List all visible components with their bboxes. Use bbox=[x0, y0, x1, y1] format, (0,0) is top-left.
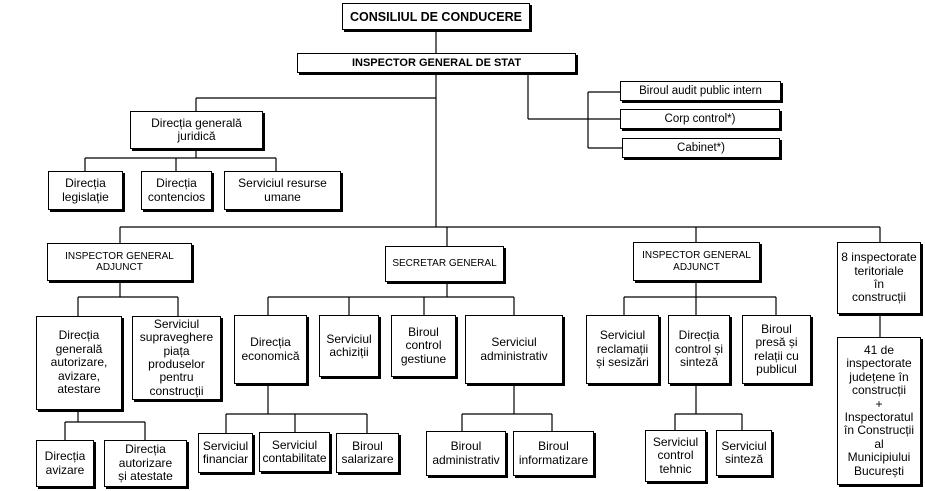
corp-control-box: Corp control*) bbox=[620, 109, 780, 129]
management-control-office-box: Biroul control gestiune bbox=[391, 315, 456, 377]
deputy-inspector-right-box: INSPECTOR GENERAL ADJUNCT bbox=[633, 242, 760, 281]
hr-service-box: Serviciul resurse umane bbox=[224, 171, 341, 210]
administrative-service-box: Serviciul administrativ bbox=[465, 315, 563, 384]
endorsement-directorate-box: Direcția avizare bbox=[36, 440, 94, 487]
territorial-inspectorates-box: 8 inspectorate teritoriale în construcți… bbox=[837, 242, 921, 314]
press-relations-office-box: Biroul presă și relații cu publicul bbox=[742, 315, 811, 384]
inspector-general-box: INSPECTOR GENERAL DE STAT bbox=[297, 53, 576, 73]
financial-service-box: Serviciul financiar bbox=[198, 433, 253, 473]
payroll-office-box: Biroul salarizare bbox=[336, 433, 399, 473]
complaints-service-box: Serviciul reclamații și sesizări bbox=[586, 315, 659, 384]
legal-directorate-box: Direcția generală juridică bbox=[130, 111, 263, 149]
general-authorization-directorate-box: Direcția generală autorizare, avizare, a… bbox=[36, 316, 122, 410]
cabinet-box: Cabinet*) bbox=[622, 138, 780, 158]
economic-directorate-box: Direcția economică bbox=[234, 315, 307, 384]
administrative-office-box: Biroul administrativ bbox=[426, 431, 506, 476]
deputy-inspector-left-box: INSPECTOR GENERAL ADJUNCT bbox=[47, 243, 192, 281]
control-synthesis-directorate-box: Direcția control și sinteză bbox=[668, 315, 730, 384]
council-box: CONSILIUL DE CONDUCERE bbox=[342, 3, 530, 30]
authorization-certification-directorate-box: Direcția autorizare și atestate bbox=[104, 440, 187, 487]
audit-office-box: Biroul audit public intern bbox=[620, 81, 781, 101]
technical-control-service-box: Serviciul control tehnic bbox=[645, 430, 706, 482]
litigation-directorate-box: Direcția contencios bbox=[141, 171, 212, 210]
accounting-service-box: Serviciul contabilitate bbox=[259, 432, 330, 472]
secretary-general-box: SECRETAR GENERAL bbox=[385, 246, 504, 282]
procurement-service-box: Serviciul achiziții bbox=[319, 315, 379, 377]
synthesis-service-box: Serviciul sinteză bbox=[716, 430, 772, 476]
legislation-directorate-box: Direcția legislație bbox=[48, 171, 123, 210]
county-inspectorates-box: 41 de inspectorate județene în construcț… bbox=[837, 337, 921, 485]
market-surveillance-service-box: Serviciul supraveghere piața produselor … bbox=[132, 316, 221, 400]
it-office-box: Biroul informatizare bbox=[513, 431, 594, 476]
